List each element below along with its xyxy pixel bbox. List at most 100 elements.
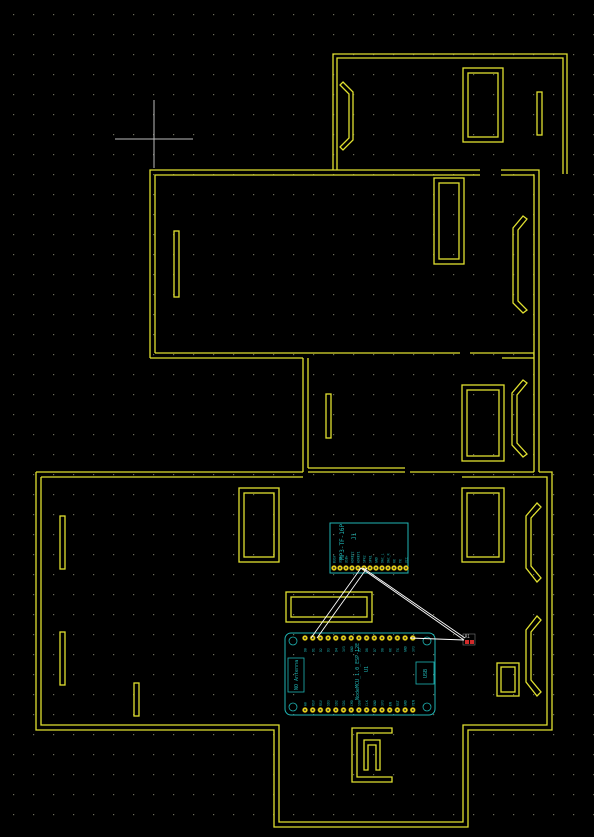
pin-label: D0 [304,648,308,652]
pin-hole [345,567,347,569]
pin-label: SD1 [342,700,346,706]
board-value-label: NodeMCU_1.0_ESP-12E [355,643,361,700]
mount-hole [422,636,432,646]
pin-label: D4 [334,648,338,652]
pin-label: GND [373,700,377,706]
pin-label: RSV [319,700,323,706]
pin-hole [365,709,368,711]
pin-label: TX [396,648,400,652]
module-value-label: MP3-TF-16P [339,523,346,560]
pin-label: D3 [327,648,331,652]
pin-label: SD0 [358,700,362,706]
pin-hole [334,709,337,711]
pin-hole [333,567,335,569]
pin-label: SD2 [334,700,338,706]
pin-label: USB+ [345,555,349,563]
pin-hole [381,637,383,639]
module-ref-label: J1 [351,532,358,540]
board-ref-label: U1 [364,666,370,672]
pin-label: 3V3 [342,646,346,652]
pin-label: A0 [304,702,308,706]
pin-hole [375,567,377,569]
pin-hole [373,637,376,639]
pin-label: D1 [311,648,315,652]
pin-hole [319,637,322,639]
ratsnest-lines [310,567,466,641]
pin-hole [339,567,341,569]
pin-hole [404,709,407,711]
pin-label: GND [375,557,379,563]
mount-hole [288,702,298,712]
small-part-ref: R1 [465,634,470,639]
pin-hole [342,709,345,711]
pin-hole [393,567,395,569]
pin-hole [357,567,359,569]
pin-hole [357,709,360,711]
pin-label: VIN [411,700,415,706]
antenna-area [287,657,305,693]
pin-label: GND [404,700,408,706]
component-nodemcu-board[interactable]: NO Antenna USB NodeMCU_1.0_ESP-12E U1 D0… [284,632,436,716]
pin-label: VCC [405,557,409,563]
pin-label: TX [399,559,403,563]
pin-hole [396,637,399,639]
pin-label: EN [388,702,392,706]
pin-label: ADKEY1 [357,551,361,563]
pin-label: RSV [311,700,315,706]
pin-hole [334,637,337,639]
module-outline [329,522,409,574]
pin-hole [411,709,414,711]
pin-label: RX [393,559,397,563]
pin-hole [381,567,383,569]
antenna-label: NO Antenna [294,660,300,690]
pin-hole [404,637,407,639]
pin-label: USB- [339,555,343,563]
pin-label: BUSY [333,555,337,563]
pin-hole [396,709,399,711]
pin-label: RST [396,700,400,706]
pin-label: DAC_R [387,553,391,563]
pin-label: ADKEY2 [351,551,355,563]
pin-label: SD3 [327,700,331,706]
pin-hole [327,637,330,639]
mount-hole [288,636,298,646]
pin-label: D6 [365,648,369,652]
pin-hole [369,567,371,569]
pin-hole [357,637,360,639]
pin-label: D2 [319,648,323,652]
pin-hole [351,567,353,569]
cursor-crosshair [115,100,193,168]
pin-hole [365,637,368,639]
pin-label: 3V3 [381,700,385,706]
pin-hole [319,709,322,711]
pin-label: SPK1 [369,555,373,563]
pin-hole [327,709,330,711]
mount-hole [422,702,432,712]
pin-label: D7 [373,648,377,652]
grid-dots [13,14,594,816]
pin-hole [387,567,389,569]
pin-hole [311,637,314,639]
pin-label: GND [404,646,408,652]
pin-hole [342,637,345,639]
usb-label: USB [423,669,429,678]
component-small-part[interactable]: R1 [462,633,476,646]
fixtures [59,67,543,783]
pin-hole [350,709,353,711]
pin-hole [304,709,306,711]
pin-hole [381,709,383,711]
pin-hole [350,637,353,639]
small-part-pad [465,640,469,644]
pin-hole [388,709,391,711]
usb-connector [415,661,435,685]
pin-label: DAC_L [381,553,385,563]
pin-label: SPK2 [363,555,367,563]
board-outline [284,632,436,716]
pin-label: RX [388,648,392,652]
pin-hole [304,637,306,639]
floorplan-outline [35,53,568,828]
pin-label: GND [350,646,354,652]
